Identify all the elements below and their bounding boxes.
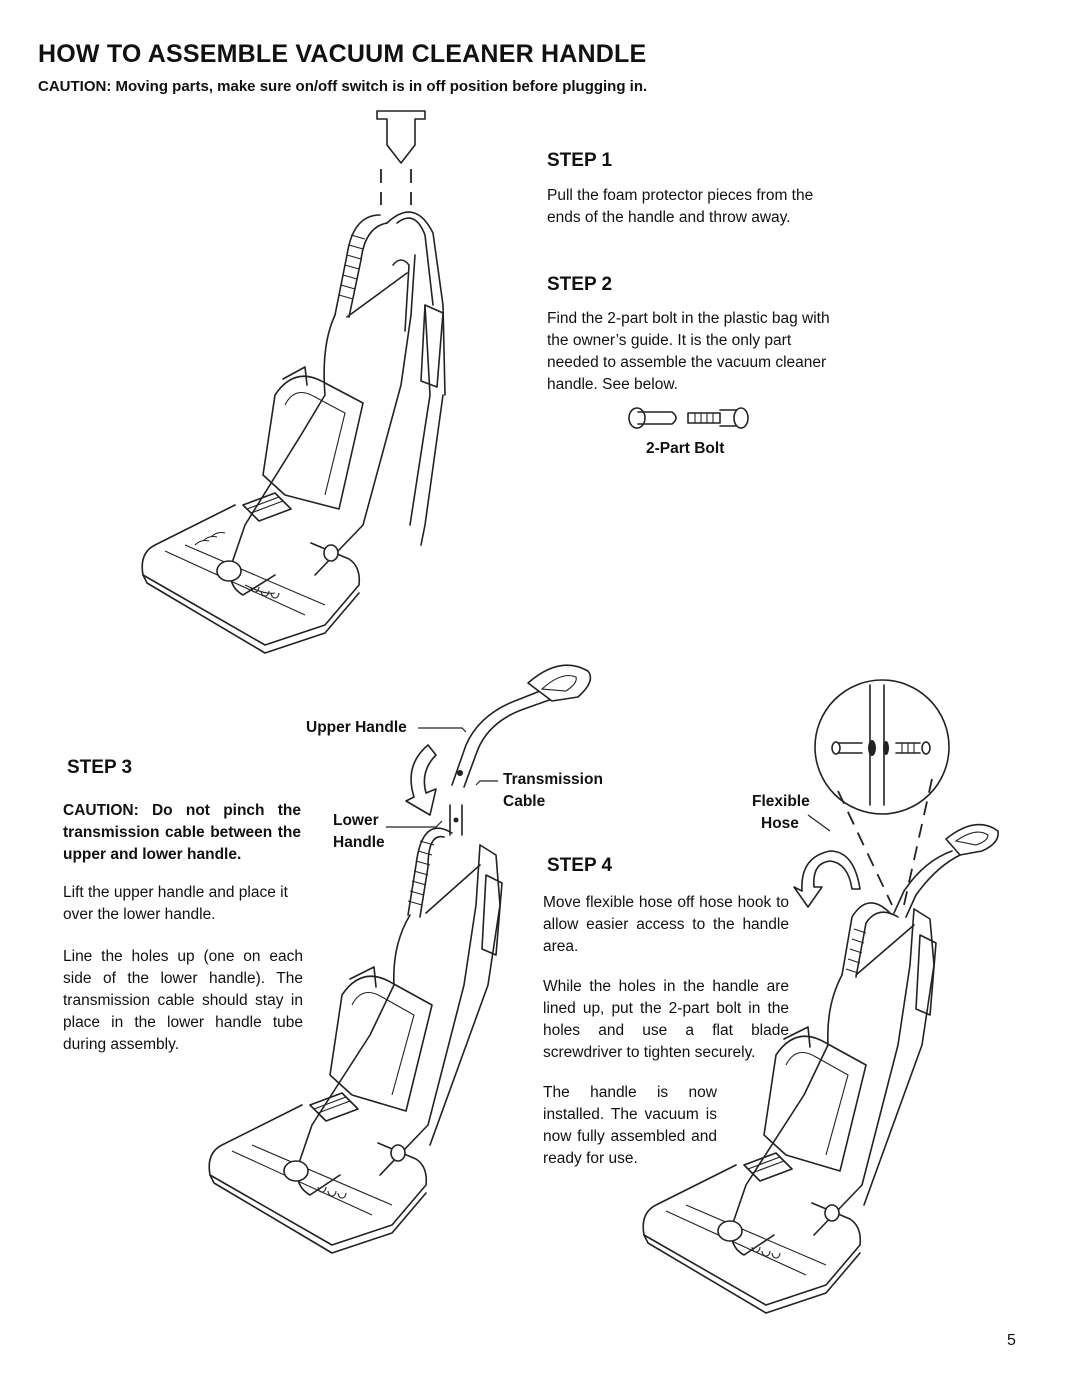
label-transmission: Transmission [503, 771, 603, 788]
step2-heading: STEP 2 [547, 274, 613, 295]
vacuum-illustration-step1 [141, 110, 446, 654]
label-flexible: Flexible [752, 793, 810, 810]
step3-text1: Lift the upper handle and place it over … [63, 884, 288, 923]
page-title: HOW TO ASSEMBLE VACUUM CLEANER HANDLE [38, 40, 647, 68]
vacuum-illustration-step4 [642, 679, 999, 1314]
step3-text2: Line the holes up (one on each side of t… [63, 948, 303, 1053]
step4-text3: The handle is now installed. The vacuum … [543, 1084, 717, 1167]
step4-heading: STEP 4 [547, 855, 613, 876]
step4-text2: While the holes in the handle are lined … [543, 978, 789, 1061]
label-hose: Hose [761, 815, 799, 832]
bolt-illustration [628, 407, 749, 429]
label-lower: Lower [333, 812, 379, 829]
label-handle: Handle [333, 834, 385, 851]
step1-text: Pull the foam protector pieces from the … [547, 187, 814, 226]
page-number: 5 [1007, 1332, 1016, 1349]
step3-caution: CAUTION: Do not pinch the transmission c… [63, 802, 301, 863]
step3-heading: STEP 3 [67, 757, 133, 778]
label-cable: Cable [503, 793, 546, 810]
caution-notice: CAUTION: Moving parts, make sure on/off … [38, 78, 648, 95]
step4-text1: Move flexible hose off hose hook to allo… [543, 894, 789, 955]
step1-heading: STEP 1 [547, 150, 613, 171]
detail-circle [814, 679, 950, 815]
step2-text: Find the 2-part bolt in the plastic bag … [547, 310, 830, 393]
bolt-label: 2-Part Bolt [646, 440, 725, 457]
vacuum-illustration-step3 [208, 664, 592, 1254]
label-upper-handle: Upper Handle [306, 719, 407, 736]
